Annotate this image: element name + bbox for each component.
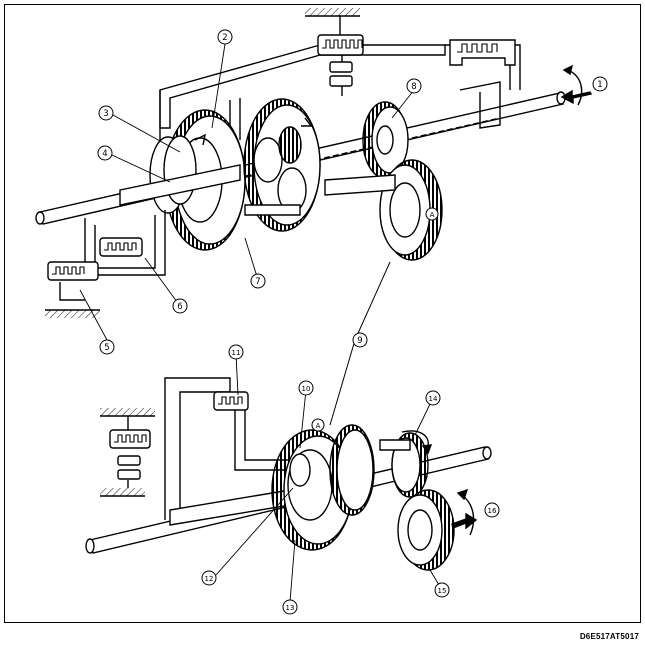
svg-text:12: 12 — [205, 575, 214, 583]
svg-text:A: A — [430, 211, 435, 219]
callout-11: 11 — [228, 344, 244, 360]
svg-text:4: 4 — [102, 149, 107, 159]
svg-text:11: 11 — [232, 349, 241, 357]
leader-9-b — [329, 339, 356, 426]
svg-text:5: 5 — [104, 343, 109, 353]
svg-text:9: 9 — [357, 336, 362, 346]
callout-8: 8 — [406, 78, 422, 94]
idler-gear-a-upper — [379, 159, 443, 261]
input-arrow — [560, 89, 593, 105]
idler-gear-a-lower — [329, 424, 375, 516]
gear-14 — [379, 432, 429, 498]
gear-15 — [397, 489, 455, 571]
rotation-arrow-14 — [401, 430, 429, 447]
callout-15: 15 — [434, 582, 450, 598]
svg-text:15: 15 — [438, 587, 447, 595]
clutch-11 — [213, 391, 249, 411]
callout-13: 13 — [282, 599, 298, 615]
svg-text:3: 3 — [103, 109, 108, 119]
svg-text:6: 6 — [177, 302, 182, 312]
svg-text:14: 14 — [429, 395, 438, 403]
callout-9: 9 — [352, 332, 368, 348]
brake-lower-left — [47, 210, 166, 301]
brake-lower — [109, 416, 151, 488]
figure-frame — [4, 4, 641, 623]
svg-text:10: 10 — [302, 385, 311, 393]
lower-assembly — [85, 261, 492, 571]
svg-text:2: 2 — [222, 33, 227, 43]
callout-7: 7 — [250, 273, 266, 289]
callout-10: 10 — [298, 380, 314, 396]
marker-a-lower: A — [311, 418, 325, 432]
upper-assembly — [35, 8, 593, 318]
callout-2: 2 — [217, 29, 233, 45]
output-gear-upper — [362, 101, 409, 179]
brake-right — [449, 39, 516, 66]
output-arrow — [451, 512, 478, 530]
callout-5: 5 — [99, 339, 115, 355]
callout-12: 12 — [201, 570, 217, 586]
callout-4: 4 — [97, 145, 113, 161]
marker-a-upper: A — [425, 207, 439, 221]
callout-1: 1 — [592, 76, 608, 92]
callout-16: 16 — [484, 502, 500, 518]
svg-text:8: 8 — [411, 82, 416, 92]
callout-14: 14 — [425, 390, 441, 406]
svg-text:1: 1 — [597, 80, 602, 90]
callout-3: 3 — [98, 105, 114, 121]
planet-carrier-middle — [243, 98, 321, 232]
leader-lines — [79, 43, 443, 603]
callouts: 1 2 3 4 5 6 7 8 9 10 11 12 13 14 15 16 A… — [97, 29, 608, 615]
svg-text:13: 13 — [286, 604, 295, 612]
svg-text:16: 16 — [488, 507, 497, 515]
brake-top — [317, 16, 364, 96]
ground-hatch-top — [305, 8, 360, 17]
svg-text:A: A — [316, 422, 321, 430]
sleeve-shaft — [119, 164, 396, 216]
callout-6: 6 — [172, 298, 188, 314]
svg-text:7: 7 — [255, 277, 260, 287]
figure-code: D6E517AT5017 — [579, 632, 639, 641]
leader-9-a — [354, 261, 391, 341]
